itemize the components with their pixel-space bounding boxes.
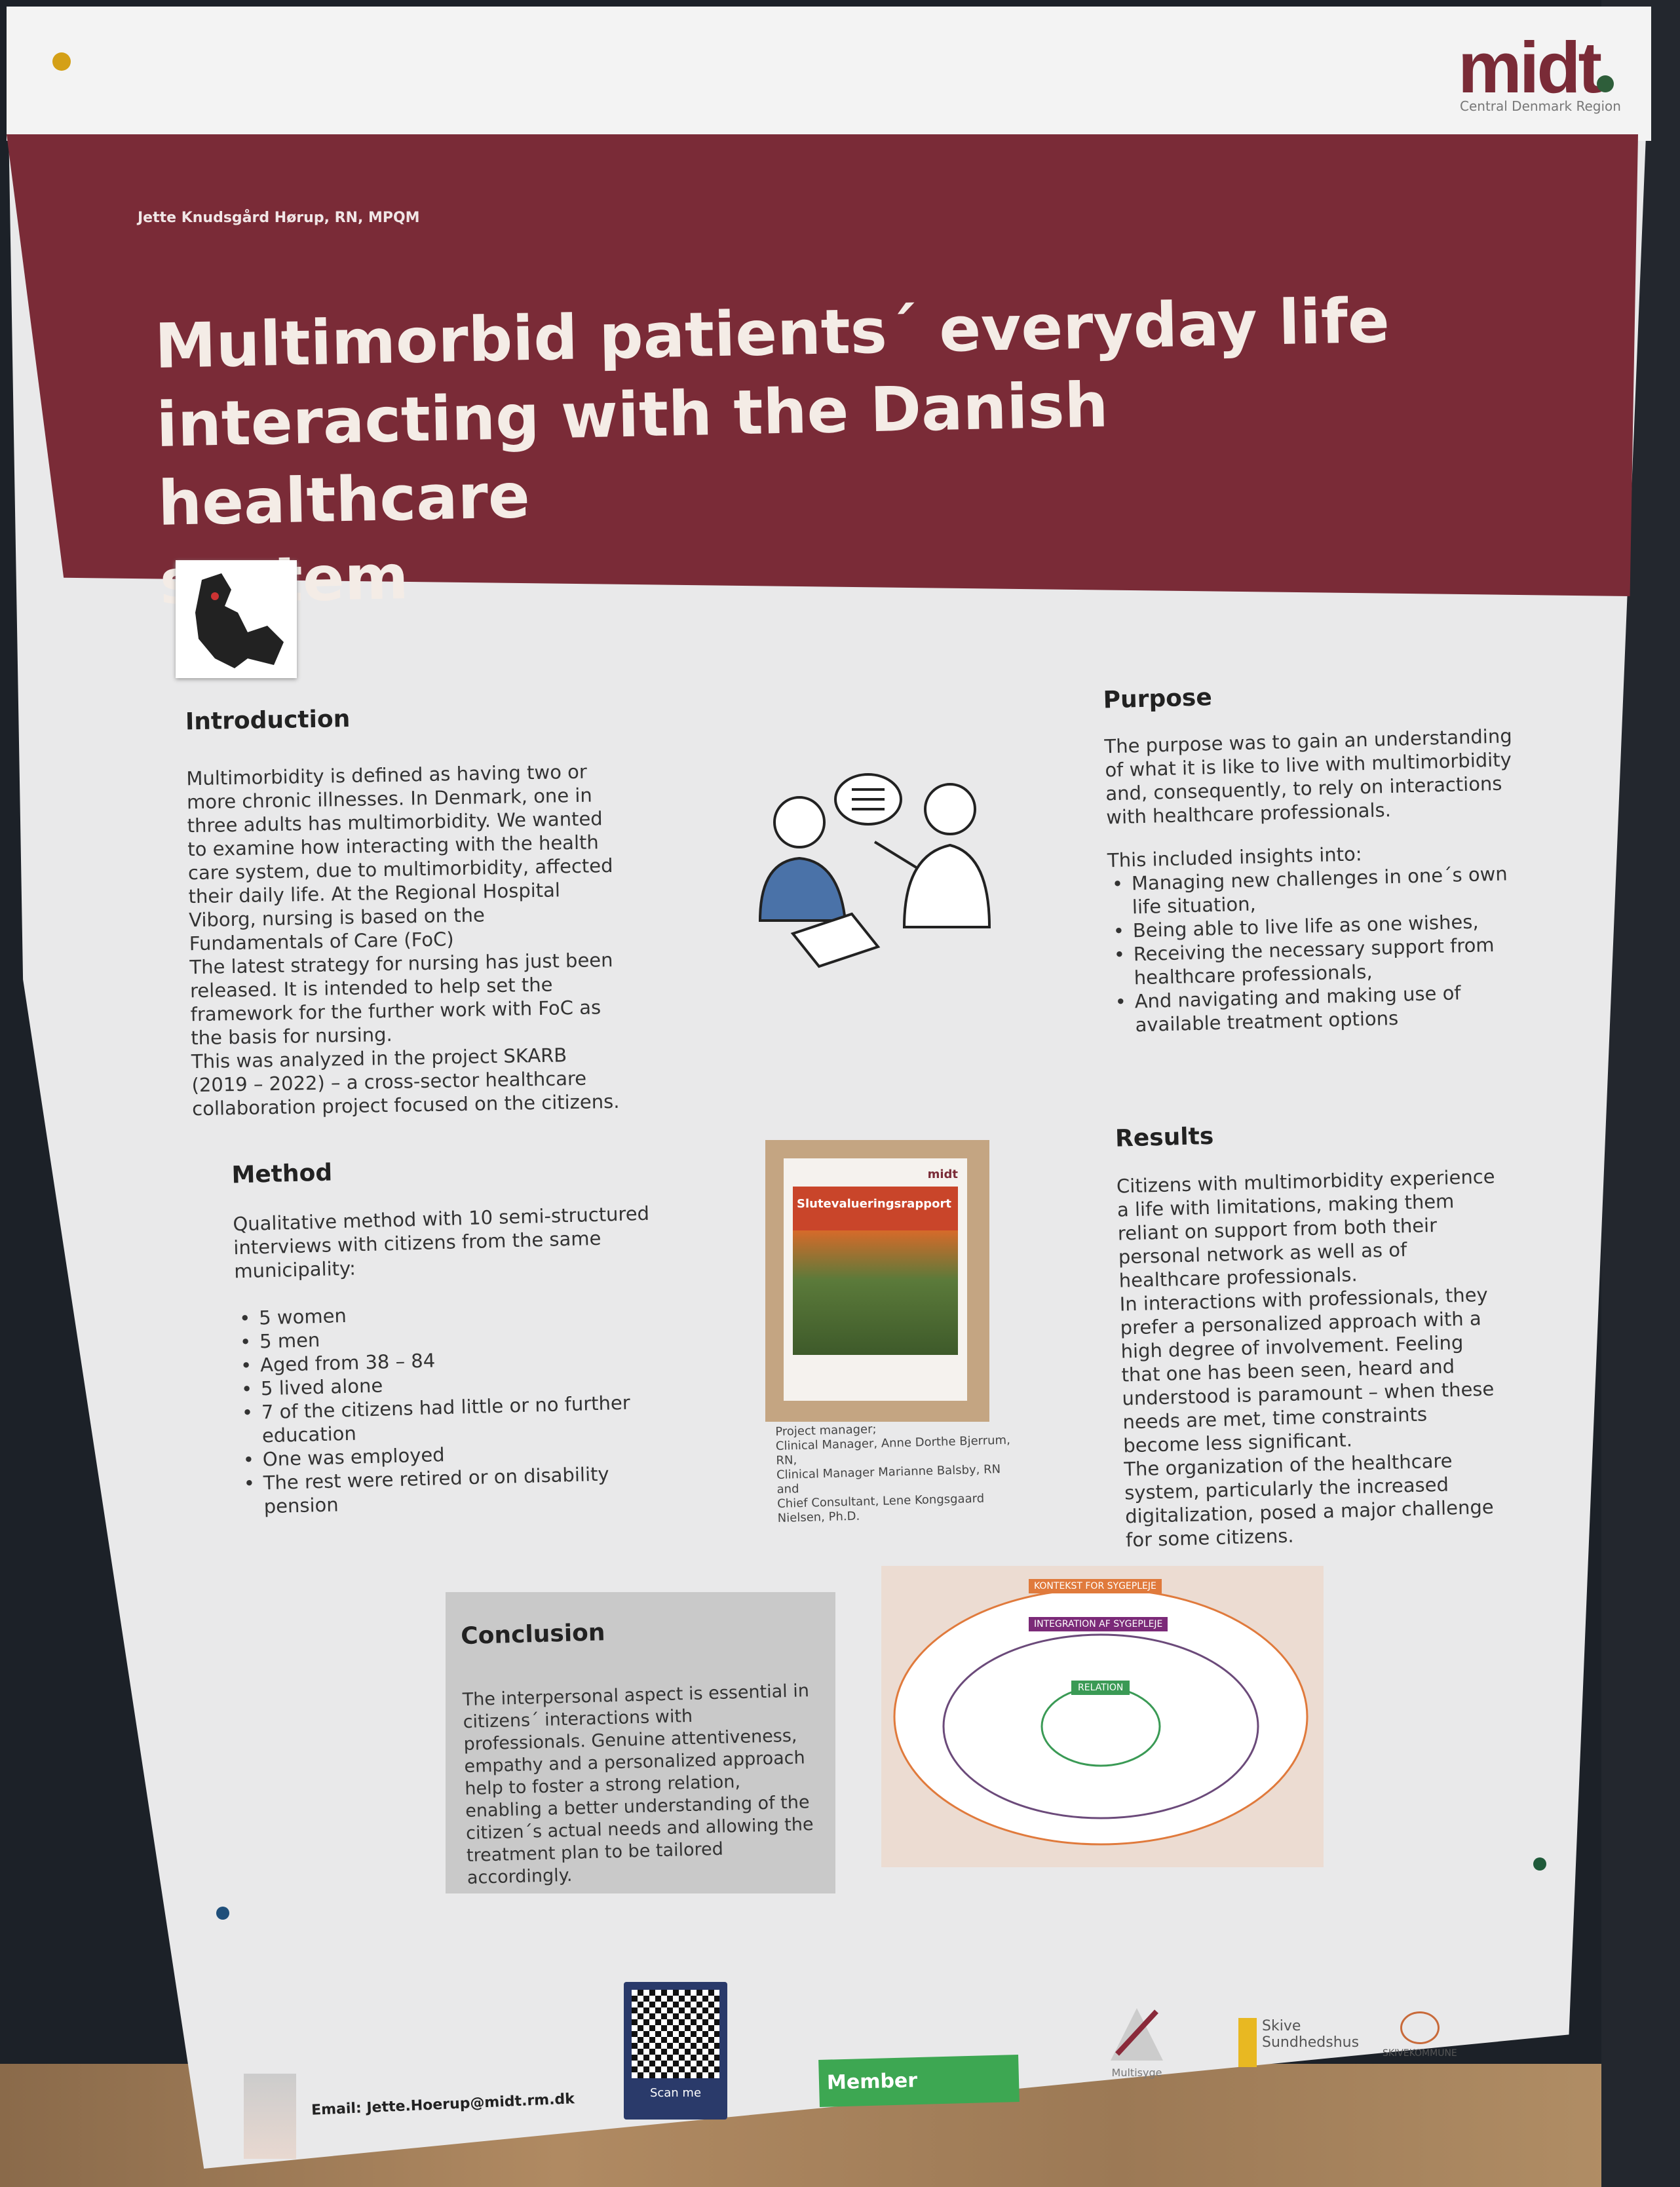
purpose-section: Purpose The purpose was to gain an under… (1103, 676, 1531, 1038)
poster-title: Multimorbid patients´ everyday life inte… (154, 280, 1504, 622)
results-text: Citizens with multimorbidity experience … (1117, 1164, 1506, 1551)
pin-icon (52, 52, 71, 71)
midt-tagline: Central Denmark Region (1460, 98, 1621, 114)
poster-top-band (7, 7, 1651, 141)
denmark-map-icon (176, 560, 297, 678)
purpose-list: Managing new challenges in one´s own lif… (1108, 862, 1531, 1038)
method-list: 5 women5 menAged from 38 – 845 lived alo… (235, 1296, 660, 1519)
skive-sundhedshus-logo: Skive Sundhedshus (1238, 2018, 1359, 2067)
skive-kommune-logo: SKIVEKOMMUNE (1383, 2011, 1457, 2059)
results-paragraph: In interactions with professionals, they… (1119, 1283, 1495, 1457)
author: Jette Knudsgård Hørup, RN, MPQM (138, 210, 420, 226)
qr-label: Scan me (649, 2086, 702, 2100)
title-line: interacting with the Danish healthcare (155, 370, 1109, 540)
conclusion-text: The interpersonal aspect is essential in… (462, 1681, 814, 1888)
qr-pattern (632, 1990, 719, 2078)
pin-icon (216, 1907, 229, 1920)
multisyge-logo: Multisyge (1107, 2005, 1166, 2079)
project-team-caption: Project manager;Clinical Manager, Anne D… (775, 1418, 1027, 1526)
conclusion-box: Conclusion The interpersonal aspect is e… (446, 1592, 835, 1893)
purpose-text: The purpose was to gain an understanding… (1104, 725, 1513, 829)
diagram-middle-label: INTEGRATION AF SYGEPLEJE (1029, 1617, 1168, 1631)
author-photo (244, 2074, 296, 2159)
pin-icon (1533, 1857, 1546, 1871)
results-paragraph: The organization of the healthcare syste… (1123, 1449, 1494, 1551)
conclusion-heading: Conclusion (460, 1619, 605, 1650)
poster-header (7, 134, 1638, 596)
method-text: Qualitative method with 10 semi-structur… (233, 1202, 650, 1283)
report-cover-image: midt Slutevalueringsrapport (765, 1140, 989, 1422)
report-logo: midt (927, 1168, 958, 1181)
member-badge: Member (818, 2055, 1020, 2107)
fundamentals-of-care-diagram: KONTEKST FOR SYGEPLEJE INTEGRATION AF SY… (881, 1566, 1324, 1867)
diagram-inner-label: RELATION (1071, 1681, 1130, 1695)
results-paragraph: Citizens with multimorbidity experience … (1116, 1165, 1495, 1292)
introduction-text: Multimorbidity is defined as having two … (186, 759, 664, 1120)
qr-code[interactable]: Scan me (624, 1982, 727, 2120)
conversation-illustration (754, 770, 1002, 979)
report-title: Slutevalueringsrapport (793, 1187, 958, 1230)
introduction-section: Introduction Multimorbidity is defined a… (185, 700, 664, 1120)
midt-logo: midt (1458, 26, 1614, 109)
results-section: Results Citizens with multimorbidity exp… (1115, 1116, 1506, 1552)
diagram-outer-label: KONTEKST FOR SYGEPLEJE (1029, 1579, 1162, 1593)
report-photo (793, 1230, 958, 1355)
method-section: Method Qualitative method with 10 semi-s… (231, 1151, 660, 1519)
